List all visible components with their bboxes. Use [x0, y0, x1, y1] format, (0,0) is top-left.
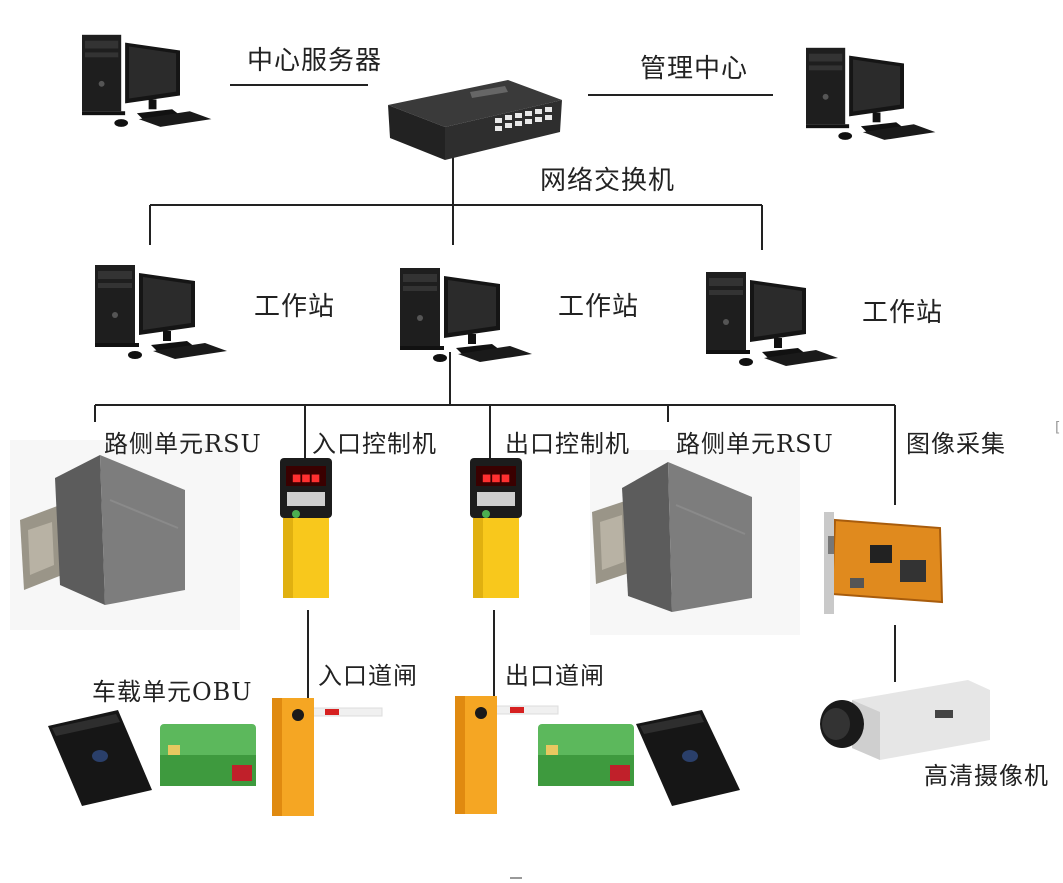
exit-gate-barrier-icon	[455, 696, 559, 814]
exit-controller-device-icon: ■■■	[470, 458, 522, 598]
svg-text:■■■: ■■■	[292, 473, 320, 484]
workstation-3-label: 工作站	[862, 298, 944, 328]
entry-controller-device-icon: ■■■	[280, 458, 332, 598]
rsu-right-label: 路侧单元RSU	[676, 430, 834, 458]
center-server-label: 中心服务器	[247, 46, 383, 76]
obu-right-device-icon	[636, 710, 740, 806]
exit-controller-label: 出口控制机	[505, 430, 630, 458]
workstation-2-computer-icon	[400, 268, 532, 362]
hd-camera-label: 高清摄像机	[924, 762, 1049, 790]
connection-lines	[94, 84, 896, 700]
management-center-computer-icon	[806, 47, 936, 140]
stray-bracket: [	[1055, 420, 1060, 436]
exit-gate-label: 出口道闸	[505, 662, 605, 690]
entry-controller-label: 入口控制机	[312, 430, 437, 458]
image-capture-label: 图像采集	[906, 430, 1006, 458]
network-switch-label: 网络交换机	[540, 166, 676, 196]
obu-left-device-icon	[48, 710, 152, 806]
workstation-1-computer-icon	[95, 265, 227, 359]
rsu-left-antenna-icon	[10, 440, 240, 630]
management-center-label: 管理中心	[640, 54, 749, 84]
ic-card-left-icon	[160, 724, 256, 786]
ic-card-right-icon	[538, 724, 634, 786]
network-switch-icon	[388, 80, 562, 160]
svg-text:■■■: ■■■	[482, 473, 510, 484]
rsu-left-label: 路侧单元RSU	[104, 430, 262, 458]
obu-label: 车载单元OBU	[92, 678, 253, 706]
workstation-3-computer-icon	[706, 272, 838, 366]
workstation-1-label: 工作站	[254, 292, 336, 322]
center-server-computer-icon	[82, 34, 212, 127]
image-capture-card-icon	[824, 512, 944, 614]
entry-gate-label: 入口道闸	[318, 662, 418, 690]
hd-camera-icon	[820, 680, 990, 760]
rsu-right-antenna-icon	[590, 450, 800, 635]
entry-gate-barrier-icon	[272, 698, 383, 816]
workstation-2-label: 工作站	[558, 292, 640, 322]
